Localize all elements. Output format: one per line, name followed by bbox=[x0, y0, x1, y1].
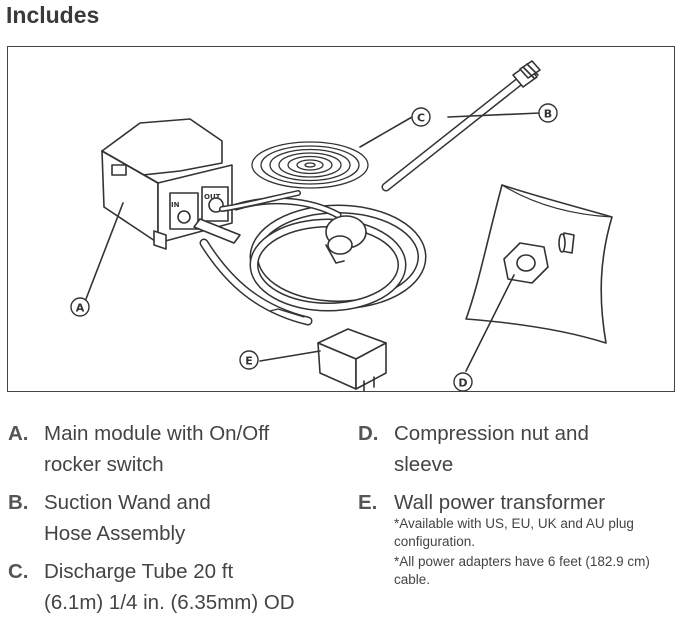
item-d: D. Compression nut and sleeve bbox=[358, 418, 680, 480]
svg-text:D: D bbox=[458, 377, 467, 390]
callout-e: E bbox=[239, 350, 259, 370]
item-text-line: (6.1m) 1/4 in. (6.35mm) OD bbox=[44, 591, 295, 614]
item-letter: D. bbox=[358, 422, 379, 445]
svg-text:A: A bbox=[76, 302, 85, 315]
diagram-illustration: IN OUT bbox=[70, 60, 613, 391]
item-text-line: Hose Assembly bbox=[44, 522, 186, 545]
item-text-line: Compression nut and bbox=[394, 422, 589, 445]
note-plug-configuration: *Available with US, EU, UK and AU plug c… bbox=[394, 516, 634, 549]
item-text-line: rocker switch bbox=[44, 453, 164, 476]
callout-d: D bbox=[453, 372, 473, 391]
item-letter: B. bbox=[8, 491, 29, 514]
svg-text:C: C bbox=[417, 112, 425, 125]
item-letter: E. bbox=[358, 491, 378, 514]
item-c: C. Discharge Tube 20 ft (6.1m) 1/4 in. (… bbox=[8, 556, 348, 618]
page-title: Includes bbox=[6, 2, 100, 28]
diagram-frame: IN OUT bbox=[7, 46, 675, 392]
item-letter: A. bbox=[8, 422, 29, 445]
hose-loop-icon bbox=[199, 197, 427, 326]
items-left-column: A. Main module with On/Off rocker switch… bbox=[8, 418, 348, 625]
item-letter: C. bbox=[8, 560, 29, 583]
callout-b: B bbox=[538, 103, 558, 123]
item-text-line: Discharge Tube 20 ft bbox=[44, 560, 234, 583]
item-text-line: sleeve bbox=[394, 453, 454, 476]
module-in-label: IN bbox=[171, 201, 180, 209]
svg-text:B: B bbox=[544, 108, 552, 121]
item-text-line: Wall power transformer bbox=[394, 491, 606, 514]
callout-c: C bbox=[411, 107, 431, 127]
item-a: A. Main module with On/Off rocker switch bbox=[8, 418, 348, 480]
items-right-column: D. Compression nut and sleeve E. Wall po… bbox=[358, 418, 680, 596]
suction-wand-icon bbox=[381, 60, 541, 192]
item-b: B. Suction Wand and Hose Assembly bbox=[8, 487, 348, 549]
note-cable-length: *All power adapters have 6 feet (182.9 c… bbox=[394, 554, 650, 587]
module-out-label: OUT bbox=[204, 193, 221, 201]
main-module-icon bbox=[101, 118, 233, 250]
accessory-bag-icon bbox=[465, 184, 613, 344]
svg-text:E: E bbox=[245, 355, 253, 368]
power-transformer-icon bbox=[269, 308, 387, 391]
item-text-line: Main module with On/Off bbox=[44, 422, 270, 445]
item-text-line: Suction Wand and bbox=[44, 491, 211, 514]
item-e: E. Wall power transformer *Available wit… bbox=[358, 487, 680, 589]
discharge-tube-coil-icon bbox=[251, 141, 369, 189]
callout-a: A bbox=[70, 297, 90, 317]
